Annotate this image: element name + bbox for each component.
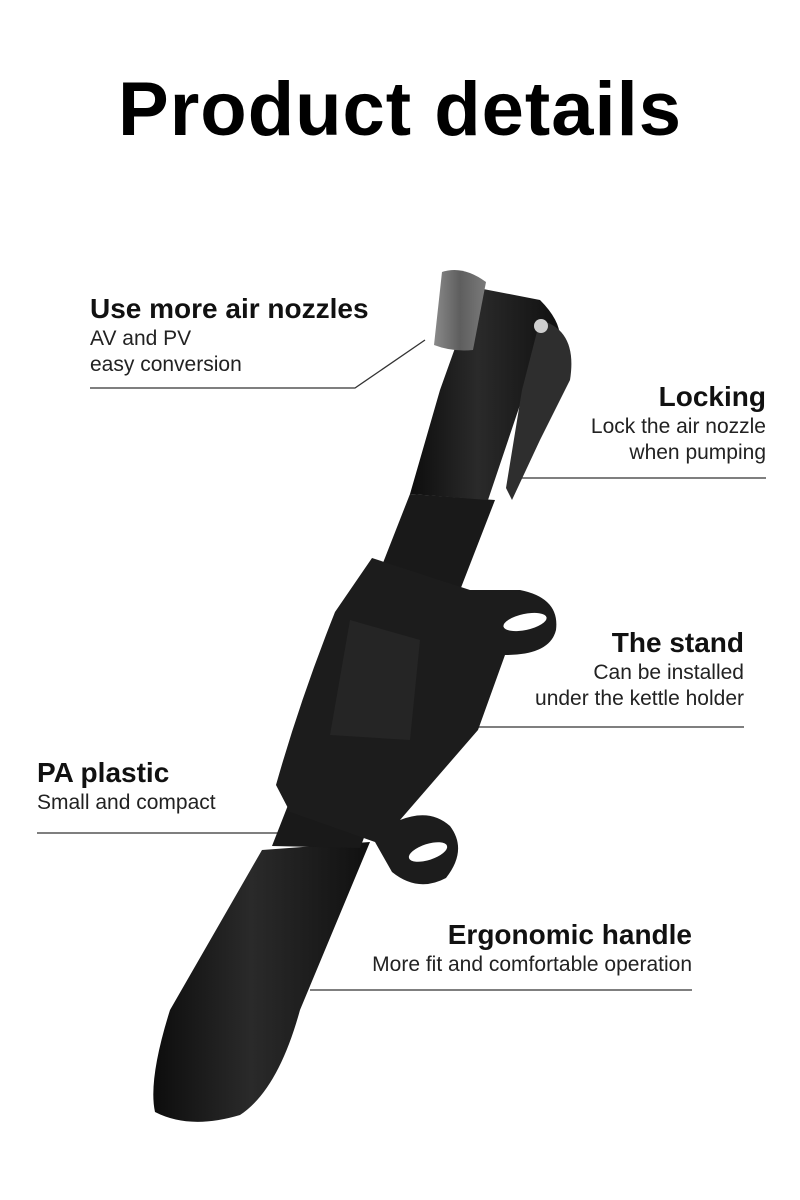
stand-hole-bottom — [408, 842, 448, 862]
callout-nozzle: Use more air nozzles AV and PV easy conv… — [90, 292, 369, 378]
callout-plastic-heading: PA plastic — [37, 757, 170, 788]
callout-nozzle-line-1: AV and PV — [90, 327, 192, 350]
callout-locking-line-1: Lock the air nozzle — [590, 415, 766, 438]
callout-stand-line-1: Can be installed — [593, 661, 744, 684]
callout-locking: Locking Lock the air nozzle when pumping — [591, 380, 766, 466]
callout-locking-line-2: when pumping — [629, 441, 766, 464]
locking-lever — [506, 320, 572, 500]
pump-handle — [153, 842, 370, 1122]
leader-line-nozzle — [90, 339, 426, 389]
pump-stand — [276, 558, 557, 885]
callout-ergonomic-line-1: More fit and comfortable operation — [372, 953, 692, 976]
stand-window — [330, 620, 420, 740]
callout-plastic: PA plastic Small and compact — [37, 756, 216, 816]
page-title: Product details — [118, 67, 682, 152]
callout-stand-heading: The stand — [611, 627, 744, 658]
callout-stand-line-2: under the kettle holder — [535, 687, 744, 710]
leader-lines — [37, 339, 766, 991]
head-pin — [534, 319, 548, 333]
pump-head — [410, 282, 560, 500]
nozzle-cap — [434, 269, 486, 351]
callout-ergonomic: Ergonomic handle More fit and comfortabl… — [372, 918, 692, 978]
callout-ergonomic-heading: Ergonomic handle — [447, 919, 692, 950]
callout-locking-heading: Locking — [658, 381, 766, 412]
stand-hole-top — [503, 612, 547, 632]
callout-nozzle-line-2: easy conversion — [90, 353, 242, 376]
callout-stand: The stand Can be installed under the ket… — [535, 626, 744, 712]
callout-plastic-line-1: Small and compact — [37, 791, 216, 814]
callout-nozzle-heading: Use more air nozzles — [90, 293, 369, 324]
